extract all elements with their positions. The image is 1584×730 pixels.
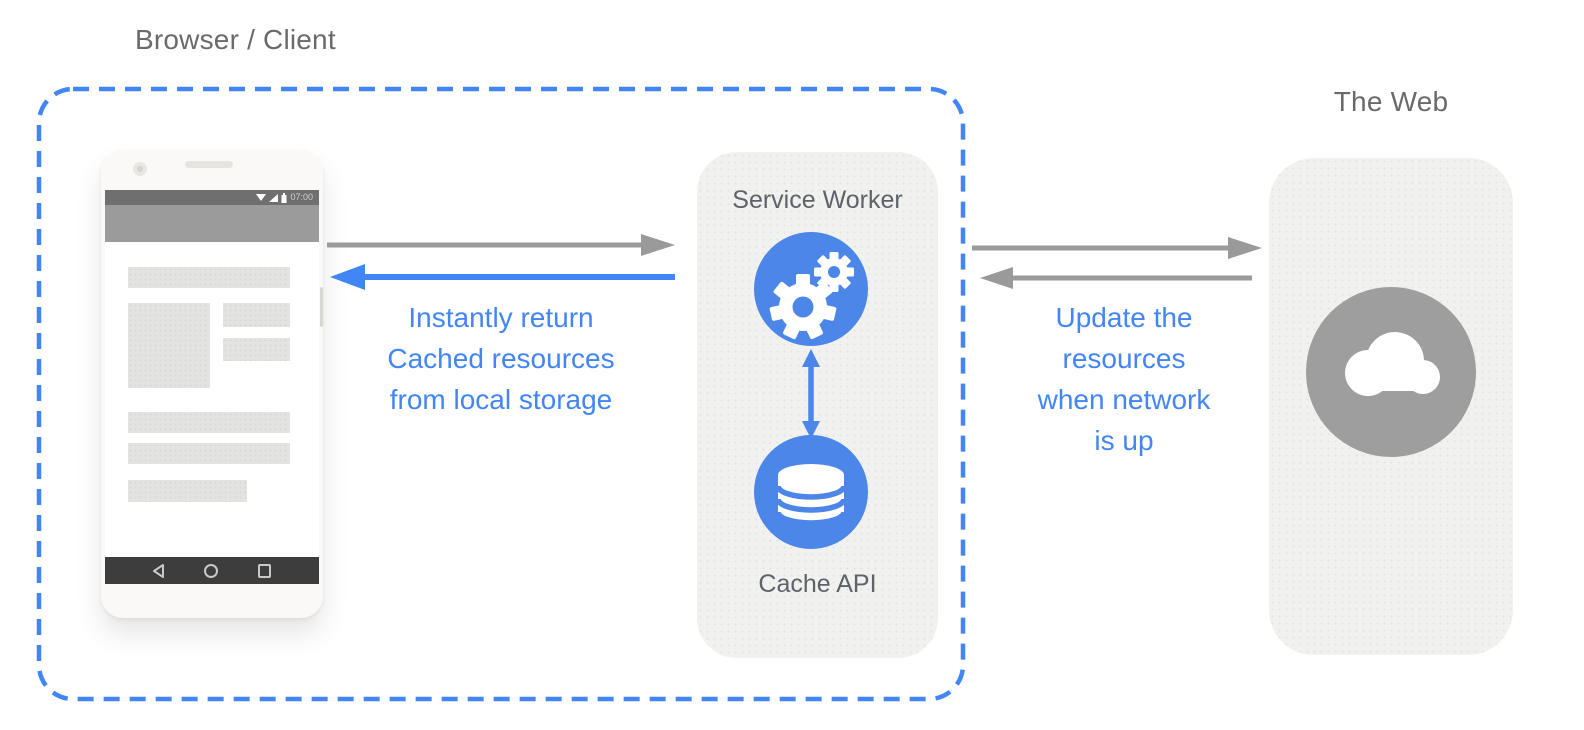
- content-placeholder-bar: [128, 412, 290, 433]
- status-bar-time: 07:00: [290, 192, 313, 202]
- cache-return-annotation: Instantly return Cached resources from l…: [387, 302, 615, 415]
- phone-screen: 07:00: [105, 190, 319, 584]
- home-icon: [203, 563, 218, 578]
- service-worker-cache-double-arrow: [802, 349, 820, 439]
- service-worker-label: Service Worker: [732, 186, 903, 214]
- content-placeholder-bar: [223, 303, 290, 327]
- phone-volume-button: [320, 287, 323, 327]
- browser-client-title: Browser / Client: [135, 24, 336, 55]
- phone-mockup: 07:00: [101, 150, 323, 618]
- network-update-annotation: Update the resources when network is up: [1037, 302, 1211, 456]
- gears-icon: [769, 252, 854, 340]
- the-web-box: [1269, 158, 1513, 655]
- cloud-icon: [1345, 332, 1440, 396]
- wifi-icon: [256, 193, 267, 201]
- battery-icon: [281, 192, 287, 203]
- cached-response-arrow: [330, 264, 675, 290]
- content-placeholder-bar: [128, 480, 247, 502]
- fetch-arrow-to-web: [972, 237, 1262, 259]
- signal-icon: [269, 193, 279, 202]
- cache-api-label: Cache API: [758, 570, 877, 598]
- phone-status-bar: 07:00: [105, 190, 319, 205]
- phone-camera-dot: [133, 162, 147, 176]
- content-placeholder-image: [128, 303, 210, 388]
- content-placeholder-bar: [223, 338, 290, 361]
- database-icon: [775, 464, 847, 526]
- the-web-title: The Web: [1333, 86, 1449, 117]
- request-arrow-to-service-worker: [327, 234, 675, 256]
- phone-speaker: [185, 161, 233, 168]
- service-worker-box: Service Worker: [697, 152, 938, 658]
- phone-page-content: [105, 242, 319, 557]
- phone-nav-bar: [105, 557, 319, 584]
- content-placeholder-bar: [128, 443, 290, 464]
- recents-icon: [258, 563, 272, 578]
- service-worker-gears-badge: [754, 232, 868, 346]
- content-placeholder-bar: [128, 267, 290, 288]
- web-cloud-badge: [1306, 287, 1476, 457]
- phone-app-bar: [105, 205, 319, 242]
- response-arrow-from-web: [980, 267, 1252, 289]
- cache-api-badge: [754, 435, 868, 549]
- back-icon: [152, 563, 164, 578]
